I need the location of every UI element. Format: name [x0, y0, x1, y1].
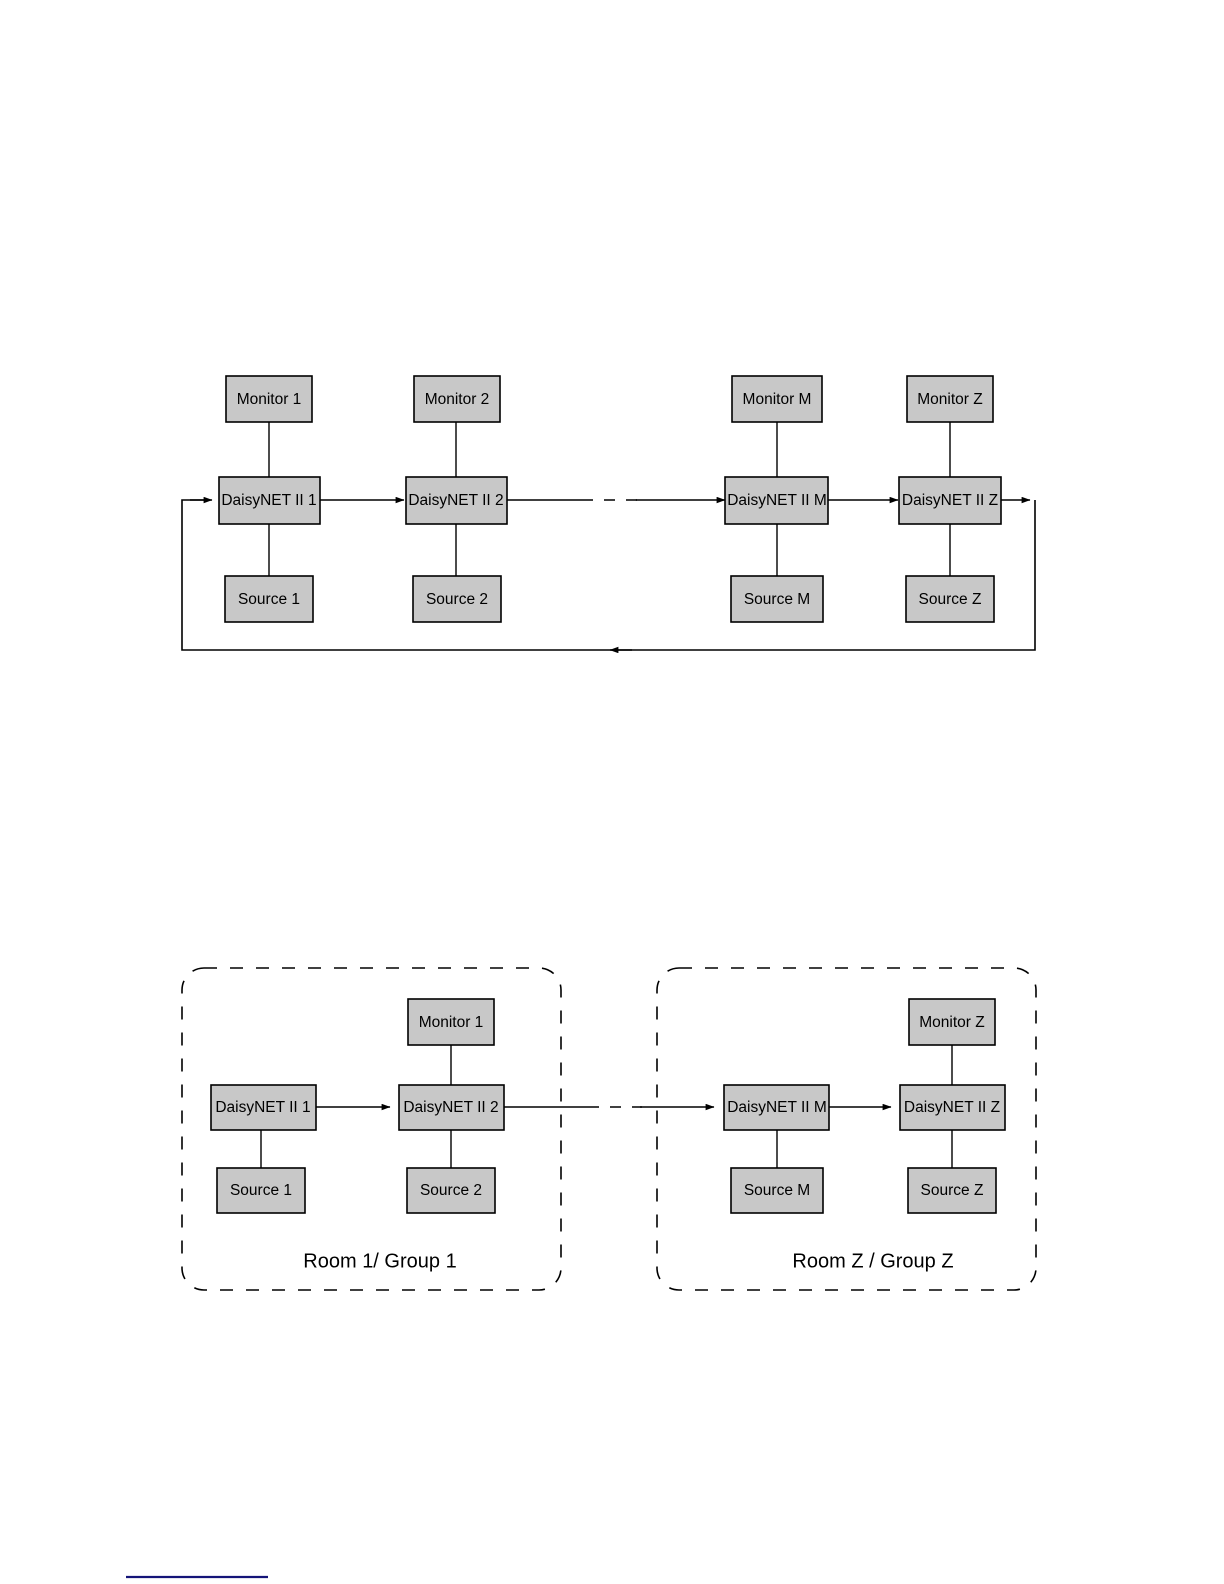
node-label: Monitor 1 [237, 391, 302, 408]
node-monitor-2[interactable]: Monitor 2 [413, 375, 501, 423]
node-gz-monitor-z[interactable]: Monitor Z [908, 998, 996, 1046]
node-label: DaisyNET II M [727, 1099, 827, 1116]
node-gz-source-m[interactable]: Source M [730, 1167, 824, 1214]
group-border-room-1 [181, 967, 562, 1291]
node-label: DaisyNET II Z [904, 1099, 1000, 1116]
node-monitor-m[interactable]: Monitor M [731, 375, 823, 423]
node-gz-source-z[interactable]: Source Z [907, 1167, 997, 1214]
node-source-m[interactable]: Source M [730, 575, 824, 623]
node-label: Source 1 [230, 1182, 292, 1199]
node-label: Monitor Z [917, 391, 982, 408]
node-label: Monitor 2 [425, 391, 490, 408]
node-label: Source 1 [238, 591, 300, 608]
node-g1-source-2[interactable]: Source 2 [406, 1167, 496, 1214]
group-label-room-z: Room Z / Group Z [792, 1250, 953, 1272]
group-label-room-1: Room 1/ Group 1 [303, 1250, 456, 1272]
node-g1-source-1[interactable]: Source 1 [216, 1167, 306, 1214]
node-source-z[interactable]: Source Z [905, 575, 995, 623]
node-label: Monitor Z [919, 1014, 984, 1031]
node-source-2[interactable]: Source 2 [412, 575, 502, 623]
node-label: DaisyNET II 2 [408, 492, 503, 509]
node-label: Source M [744, 1182, 810, 1199]
node-label: DaisyNET II Z [902, 492, 998, 509]
node-gz-daisynet-m[interactable]: DaisyNET II M [723, 1084, 830, 1131]
node-daisynet-z[interactable]: DaisyNET II Z [898, 476, 1002, 525]
node-gz-daisynet-z[interactable]: DaisyNET II Z [899, 1084, 1006, 1131]
node-label: Source Z [919, 591, 982, 608]
top-diagram: Monitor 1 Monitor 2 Monitor M Monitor Z … [181, 375, 1036, 654]
node-label: DaisyNET II 2 [403, 1099, 498, 1116]
node-daisynet-1[interactable]: DaisyNET II 1 [218, 476, 321, 525]
node-g1-daisynet-2[interactable]: DaisyNET II 2 [398, 1084, 505, 1131]
node-label: DaisyNET II 1 [215, 1099, 310, 1116]
node-label: Source Z [921, 1182, 984, 1199]
node-label: Monitor 1 [419, 1014, 484, 1031]
bottom-diagram: Monitor 1 DaisyNET II 1 DaisyNET II 2 So… [181, 967, 1037, 1291]
node-daisynet-m[interactable]: DaisyNET II M [724, 476, 829, 525]
node-daisynet-2[interactable]: DaisyNET II 2 [405, 476, 508, 525]
node-g1-monitor-1[interactable]: Monitor 1 [407, 998, 495, 1046]
node-label: DaisyNET II M [727, 492, 827, 509]
node-g1-daisynet-1[interactable]: DaisyNET II 1 [210, 1084, 317, 1131]
node-label: DaisyNET II 1 [221, 492, 316, 509]
node-label: Source M [744, 591, 810, 608]
node-label: Monitor M [743, 391, 812, 408]
loop-right-and-bottom [620, 500, 1036, 651]
group-border-room-z [656, 967, 1037, 1291]
node-source-1[interactable]: Source 1 [224, 575, 314, 623]
node-label: Source 2 [420, 1182, 482, 1199]
node-label: Source 2 [426, 591, 488, 608]
node-monitor-z[interactable]: Monitor Z [906, 375, 994, 423]
node-monitor-1[interactable]: Monitor 1 [225, 375, 313, 423]
